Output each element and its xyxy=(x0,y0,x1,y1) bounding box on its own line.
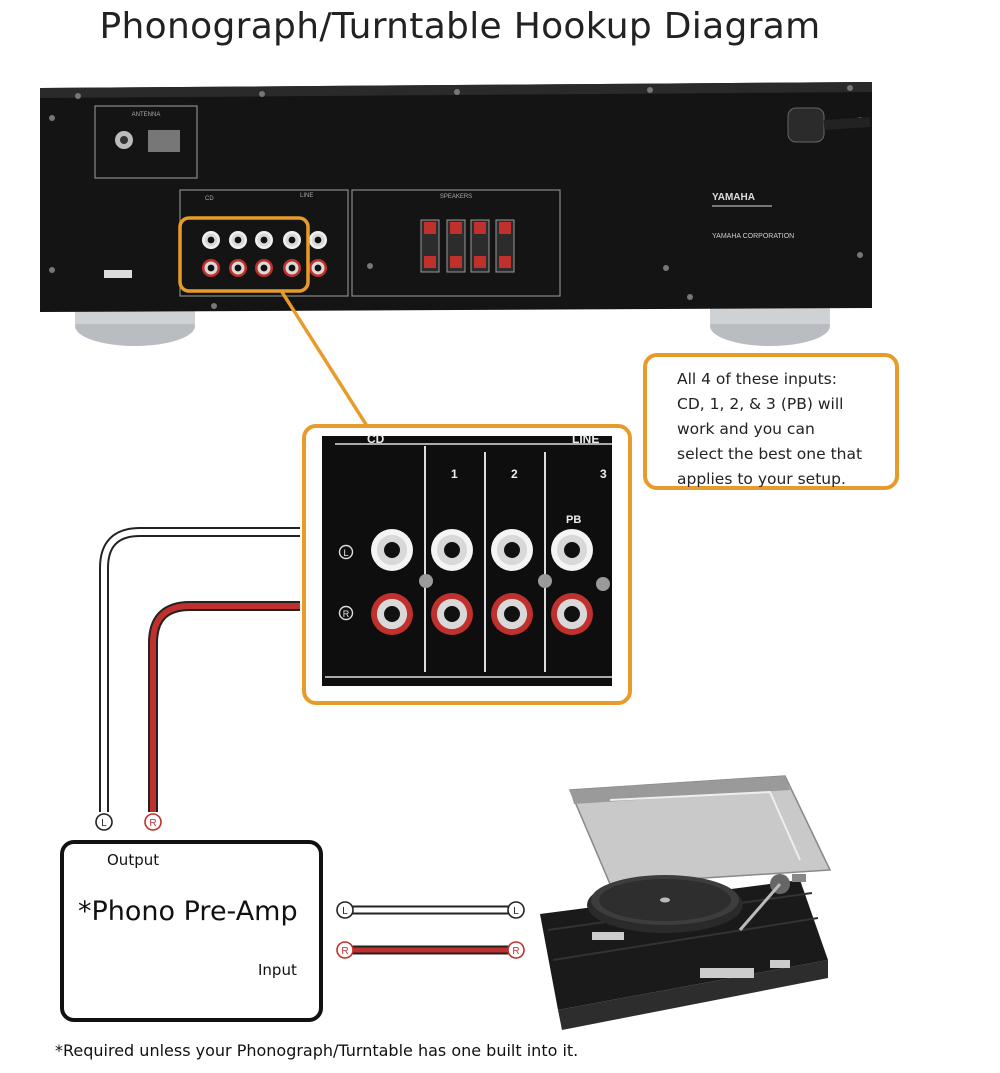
serial-plate xyxy=(104,270,132,278)
receiver-left-jack xyxy=(202,231,220,249)
inset-input-1: 1 xyxy=(451,467,458,481)
receiver-corporation: YAMAHA CORPORATION xyxy=(712,233,794,240)
preamp-left-connector-label: L xyxy=(101,818,107,829)
cable-left-start-label: L xyxy=(342,906,348,917)
input-highlight-box xyxy=(178,216,310,293)
receiver-left-jack xyxy=(309,231,327,249)
callout-line: CD, 1, 2, & 3 (PB) will xyxy=(677,395,844,413)
turntable-illustration xyxy=(540,775,832,1030)
phono-preamp-box xyxy=(60,840,323,1022)
inputs-callout: All 4 of these inputs: CD, 1, 2, & 3 (PB… xyxy=(643,353,899,490)
inset-left-marker: L xyxy=(343,548,348,558)
inset-left-jack xyxy=(491,529,533,571)
receiver-right-jack xyxy=(283,259,301,277)
input-inset: CD LINE 1 2 3 PB L R xyxy=(302,424,632,705)
preamp-output-label: Output xyxy=(107,851,160,869)
receiver-cd-label: CD xyxy=(205,196,214,202)
speakers-label: SPEAKERS xyxy=(440,194,472,200)
inset-input-2: 2 xyxy=(511,467,518,481)
cable-left-end-label: L xyxy=(513,906,519,917)
callout-line: All 4 of these inputs: xyxy=(677,370,837,388)
power-cord-plug xyxy=(787,107,825,143)
speaker-terminals xyxy=(420,219,515,273)
cable-right-end-label: R xyxy=(512,946,519,957)
receiver-left-jack xyxy=(229,231,247,249)
receiver-jacks xyxy=(202,231,327,277)
inset-right-jack xyxy=(491,593,533,635)
receiver-right-jack xyxy=(202,259,220,277)
white-left-cable xyxy=(101,529,300,812)
receiver-left-jack xyxy=(283,231,301,249)
preamp-right-connector-label: R xyxy=(149,818,156,829)
inset-cd-label: CD xyxy=(367,432,385,446)
inset-left-jack xyxy=(371,529,413,571)
zoom-leader-line xyxy=(280,291,369,427)
footnote: *Required unless your Phonograph/Turntab… xyxy=(55,1041,579,1060)
am-antenna-terminal xyxy=(148,130,180,152)
receiver-line-label: LINE xyxy=(300,193,313,199)
callout-line: applies to your setup. xyxy=(677,470,846,488)
receiver-right-jack xyxy=(309,259,327,277)
receiver-cables: L R xyxy=(95,527,300,831)
callout-line: work and you can xyxy=(677,420,815,438)
inset-left-jack xyxy=(431,529,473,571)
inset-jacks xyxy=(371,529,593,635)
receiver-chassis xyxy=(40,82,872,312)
inset-left-jack xyxy=(551,529,593,571)
receiver-right-jack xyxy=(255,259,273,277)
preamp-input-label: Input xyxy=(258,961,297,979)
receiver-brand: YAMAHA xyxy=(712,192,755,203)
receiver-right-jack xyxy=(229,259,247,277)
inset-pb-label: PB xyxy=(566,514,581,526)
inset-input-3: 3 xyxy=(600,467,607,481)
preamp-left-connector-badge xyxy=(95,813,113,831)
turntable-cables: L L R R xyxy=(336,901,525,959)
inset-right-jack xyxy=(371,593,413,635)
preamp-title: *Phono Pre-Amp xyxy=(78,896,298,927)
callout-line: select the best one that xyxy=(677,445,863,463)
inset-right-marker: R xyxy=(343,609,350,619)
speaker-panel xyxy=(351,189,561,297)
red-right-cable xyxy=(150,603,300,812)
cable-right-start-label: R xyxy=(341,946,348,957)
receiver-unit: ANTENNA CD LINE SPEAKERS YAMAHA YAMAHA C… xyxy=(40,82,872,346)
inset-right-jack xyxy=(551,593,593,635)
page-title: Phonograph/Turntable Hookup Diagram xyxy=(99,6,821,47)
inset-right-jack xyxy=(431,593,473,635)
tonearm xyxy=(738,883,782,931)
antenna-panel xyxy=(94,105,198,179)
antenna-label: ANTENNA xyxy=(132,112,161,118)
receiver-left-jack xyxy=(255,231,273,249)
preamp-right-connector-badge xyxy=(144,813,162,831)
inset-line-label: LINE xyxy=(572,432,599,446)
